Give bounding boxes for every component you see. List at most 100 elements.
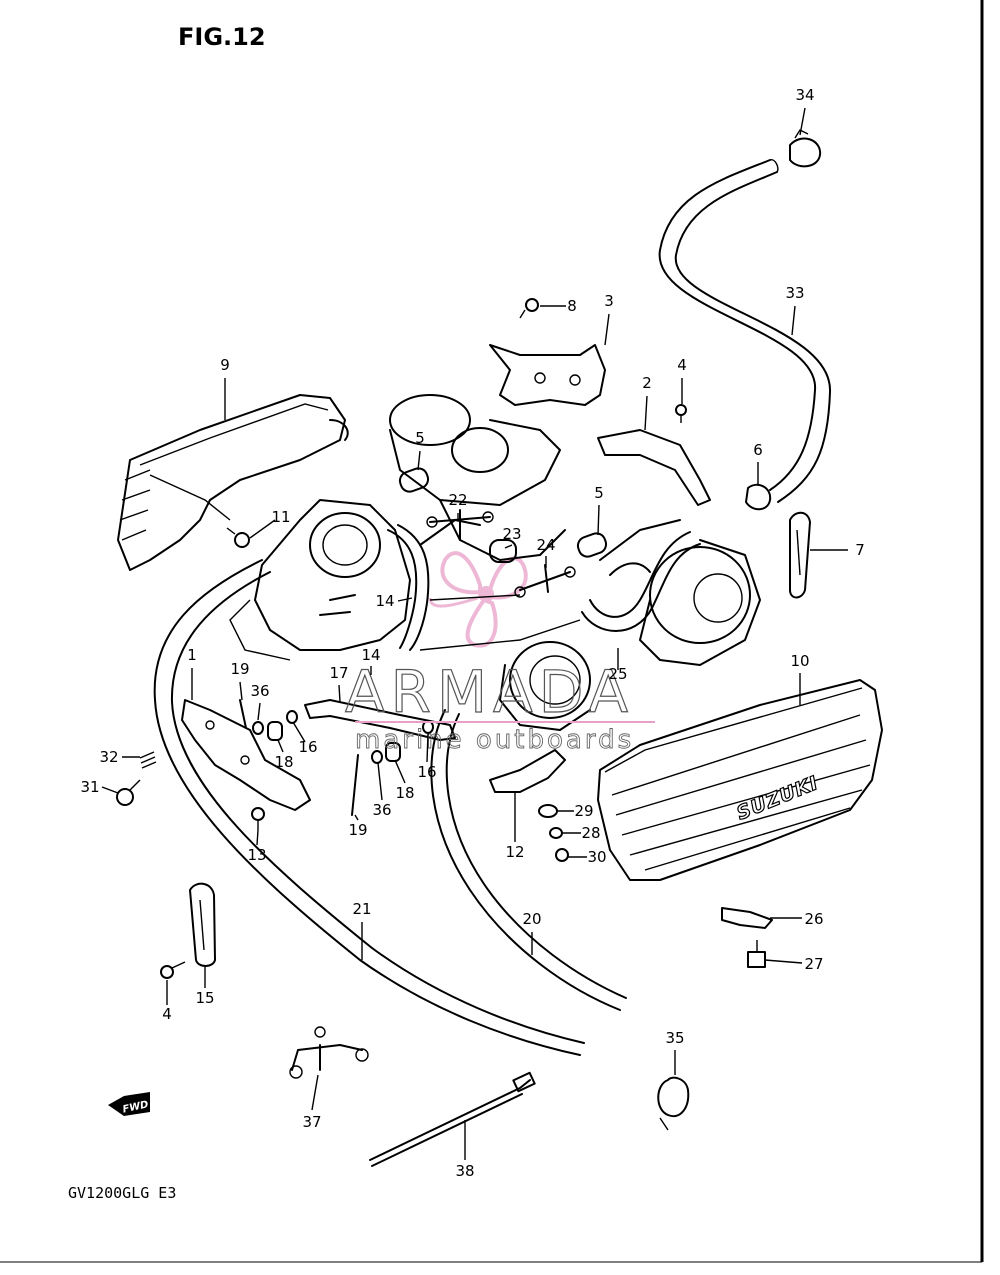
callout-leader-c3 xyxy=(604,313,610,346)
bracket-15 xyxy=(189,882,216,967)
pin-19a xyxy=(239,699,247,729)
callout-label-c8: 8 xyxy=(567,297,577,315)
callout-label-c25: 25 xyxy=(608,665,627,683)
callout-label-c16a: 16 xyxy=(298,738,317,756)
callout-label-c36b: 36 xyxy=(372,801,391,819)
washer-36a xyxy=(252,721,264,735)
callout-label-c11: 11 xyxy=(271,508,290,526)
callout-label-c9: 9 xyxy=(220,356,230,374)
stay-26 xyxy=(721,907,773,929)
callout-label-c26: 26 xyxy=(804,910,823,928)
callout-leader-c37 xyxy=(311,1074,319,1111)
air-cleaner-cover-left xyxy=(117,394,349,571)
small-fittings xyxy=(116,298,766,1167)
callout-label-c33: 33 xyxy=(785,284,804,302)
callout-leader-c36b xyxy=(377,762,383,801)
callout-label-c10: 10 xyxy=(790,652,809,670)
callout-label-c24: 24 xyxy=(536,536,555,554)
callout-label-c5b: 5 xyxy=(594,484,604,502)
callout-label-c16b: 16 xyxy=(417,763,436,781)
callout-leader-c33 xyxy=(791,305,796,336)
callout-label-c21: 21 xyxy=(352,900,371,918)
forward-direction-badge: FWD xyxy=(108,1092,150,1116)
callout-label-c37: 37 xyxy=(302,1113,321,1131)
callout-leader-c36a xyxy=(257,702,261,721)
watermark-tagline: marine outboards xyxy=(355,725,634,755)
bracket-3 xyxy=(489,344,606,406)
callout-leader-c23 xyxy=(504,544,513,549)
callout-leader-c34 xyxy=(799,107,806,136)
callout-label-c4a: 4 xyxy=(677,356,687,374)
link-rod-17 xyxy=(304,699,456,741)
hose-33 xyxy=(658,159,832,503)
callout-leader-c2 xyxy=(644,395,648,431)
hose-25 xyxy=(581,531,701,632)
callout-label-c20: 20 xyxy=(522,910,541,928)
callout-leader-c27 xyxy=(764,959,803,964)
collar-18b xyxy=(385,742,401,762)
plate-12 xyxy=(489,749,566,793)
air-cleaner-cover-right: SUZUKI xyxy=(597,679,883,881)
watermark-brand: ARMADA xyxy=(345,658,634,726)
plug-5-right xyxy=(576,532,608,558)
carburetor-assembly xyxy=(229,394,761,731)
callout-leader-c19b xyxy=(354,814,359,821)
hose-14 xyxy=(387,524,430,651)
callout-leader-c18a xyxy=(277,739,284,753)
model-code: GV1200GLG E3 xyxy=(68,1184,176,1202)
callout-label-c35: 35 xyxy=(665,1029,684,1047)
hose-21 xyxy=(153,559,585,1056)
washer-29 xyxy=(538,804,558,818)
callout-leader-c16b xyxy=(426,732,429,763)
joint-37 xyxy=(289,1026,369,1079)
callout-label-c15: 15 xyxy=(195,989,214,1007)
screw-13 xyxy=(251,807,265,830)
callout-label-c6: 6 xyxy=(753,441,763,459)
plug-5-left xyxy=(398,467,430,493)
callout-label-c30: 30 xyxy=(587,848,606,866)
joint-22 xyxy=(426,509,494,541)
screw-31 xyxy=(116,779,141,806)
callout-leader-c31 xyxy=(101,786,119,794)
callout-label-c7: 7 xyxy=(855,541,865,559)
callout-label-c17: 17 xyxy=(329,664,348,682)
clamp-6 xyxy=(745,483,772,511)
callout-label-c18b: 18 xyxy=(395,784,414,802)
callout-label-c4b: 4 xyxy=(162,1005,172,1023)
callout-label-c22: 22 xyxy=(448,491,467,509)
cable-tie-38 xyxy=(369,1071,536,1167)
callout-label-c1: 1 xyxy=(187,646,197,664)
callout-label-c13: 13 xyxy=(247,846,266,864)
callout-label-c27: 27 xyxy=(804,955,823,973)
callout-label-c32: 32 xyxy=(99,748,118,766)
suzuki-logo: SUZUKI xyxy=(734,772,822,825)
callout-label-c38: 38 xyxy=(455,1162,474,1180)
clip-35 xyxy=(657,1076,690,1131)
callout-leader-c5a xyxy=(417,450,421,471)
callout-leader-c16a xyxy=(292,721,306,743)
callout-leader-c13 xyxy=(256,829,259,846)
bolt-11 xyxy=(226,527,250,548)
bolt-27 xyxy=(747,940,766,968)
callout-label-c29: 29 xyxy=(574,802,593,820)
callout-label-c31: 31 xyxy=(80,778,99,796)
bolt-8 xyxy=(519,298,539,319)
clamp-34 xyxy=(789,129,822,168)
callout-label-c12: 12 xyxy=(505,843,524,861)
callout-leader-c14a xyxy=(397,597,413,602)
callout-label-c36a: 36 xyxy=(250,682,269,700)
callout-leader-c19a xyxy=(239,681,243,701)
callout-label-c5a: 5 xyxy=(415,429,425,447)
callout-label-c23: 23 xyxy=(502,525,521,543)
callout-label-c28: 28 xyxy=(581,824,600,842)
callout-leader-c5b xyxy=(597,504,600,536)
spring-32 xyxy=(139,751,157,769)
plug-23 xyxy=(489,539,517,563)
washer-16a xyxy=(286,710,298,724)
callout-label-c14b: 14 xyxy=(361,646,380,664)
bracket-7 xyxy=(789,511,811,599)
forward-badge-label: FWD xyxy=(122,1099,150,1115)
callout-leader-c17 xyxy=(338,684,341,703)
